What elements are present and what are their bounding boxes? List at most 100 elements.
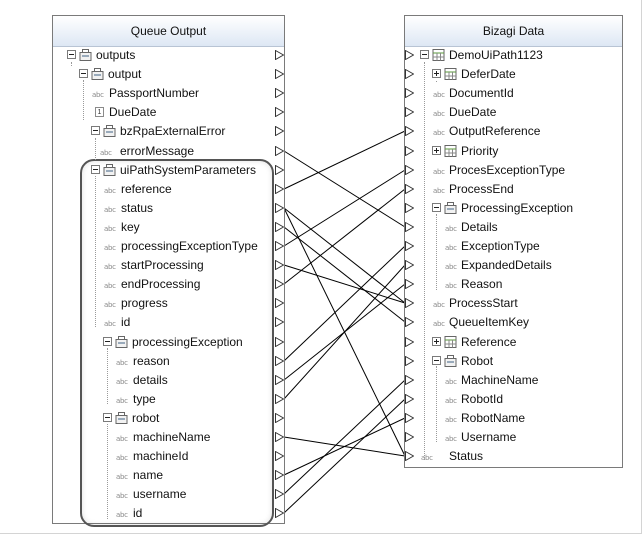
- right-port-status[interactable]: [405, 451, 414, 461]
- left-tree-item-output[interactable]: output: [0, 65, 642, 84]
- left-port-details[interactable]: [275, 375, 284, 385]
- right-port-process-end[interactable]: [405, 184, 414, 194]
- left-port-outputs[interactable]: [275, 50, 284, 60]
- right-tree-item-robot[interactable]: Robot: [0, 352, 642, 371]
- right-port-machine-name[interactable]: [405, 375, 414, 385]
- right-port-priority[interactable]: [405, 146, 414, 156]
- collapse-toggle-icon[interactable]: [91, 165, 100, 174]
- right-port-queue-item-key[interactable]: [405, 317, 414, 327]
- left-port-due-date[interactable]: [275, 107, 284, 117]
- left-port-start-processing[interactable]: [275, 260, 284, 270]
- right-port-demo-ui-path1123[interactable]: [405, 50, 414, 60]
- collapse-toggle-icon[interactable]: [79, 69, 88, 78]
- right-tree-item-demo-ui-path1123[interactable]: DemoUiPath1123: [0, 46, 642, 65]
- right-port-proces-exception-type[interactable]: [405, 165, 414, 175]
- right-port-document-id[interactable]: [405, 88, 414, 98]
- right-port-details[interactable]: [405, 222, 414, 232]
- left-port-progress[interactable]: [275, 298, 284, 308]
- left-port-key[interactable]: [275, 222, 284, 232]
- left-port-name[interactable]: [275, 470, 284, 480]
- collapse-toggle-icon[interactable]: [91, 126, 100, 135]
- collapse-toggle-icon[interactable]: [103, 337, 112, 346]
- left-port-machine-name[interactable]: [275, 432, 284, 442]
- collapse-toggle-icon[interactable]: [432, 356, 441, 365]
- right-port-expanded-details[interactable]: [405, 260, 414, 270]
- left-port-robot[interactable]: [275, 413, 284, 423]
- collapse-toggle-icon[interactable]: [420, 50, 429, 59]
- right-port-reason[interactable]: [405, 279, 414, 289]
- left-port-error-message[interactable]: [275, 146, 284, 156]
- right-tree-item-processing-exception[interactable]: ProcessingException: [0, 199, 642, 218]
- left-port-id[interactable]: [275, 508, 284, 518]
- right-port-reference[interactable]: [405, 337, 414, 347]
- left-port-machine-id[interactable]: [275, 451, 284, 461]
- right-tree-item-defer-date[interactable]: DeferDate: [0, 65, 642, 84]
- right-port-due-date[interactable]: [405, 107, 414, 117]
- expand-toggle-icon[interactable]: [432, 337, 441, 346]
- left-port-id[interactable]: [275, 317, 284, 327]
- left-tree-item-outputs[interactable]: outputs: [0, 46, 642, 65]
- left-port-end-processing[interactable]: [275, 279, 284, 289]
- left-port-bz-rpa-external-error[interactable]: [275, 126, 284, 136]
- right-tree-item-reference[interactable]: Reference: [0, 333, 642, 352]
- collapse-toggle-icon[interactable]: [432, 203, 441, 212]
- left-tree-item-bz-rpa-external-error[interactable]: bzRpaExternalError: [0, 122, 642, 141]
- left-tree-item-ui-path-system-parameters[interactable]: uiPathSystemParameters: [0, 161, 642, 180]
- left-port-status[interactable]: [275, 203, 284, 213]
- right-port-robot[interactable]: [405, 356, 414, 366]
- left-port-processing-exception[interactable]: [275, 337, 284, 347]
- collapse-toggle-icon[interactable]: [67, 50, 76, 59]
- expand-toggle-icon[interactable]: [432, 146, 441, 155]
- left-port-output[interactable]: [275, 69, 284, 79]
- left-tree-item-processing-exception[interactable]: processingException: [0, 333, 642, 352]
- right-port-robot-name[interactable]: [405, 413, 414, 423]
- right-port-exception-type[interactable]: [405, 241, 414, 251]
- expand-toggle-icon[interactable]: [432, 69, 441, 78]
- left-port-username[interactable]: [275, 489, 284, 499]
- right-port-username[interactable]: [405, 432, 414, 442]
- right-tree-item-priority[interactable]: Priority: [0, 142, 642, 161]
- left-port-ui-path-system-parameters[interactable]: [275, 165, 284, 175]
- left-port-passport-number[interactable]: [275, 88, 284, 98]
- right-port-defer-date[interactable]: [405, 69, 414, 79]
- right-port-processing-exception[interactable]: [405, 203, 414, 213]
- right-port-process-start[interactable]: [405, 298, 414, 308]
- left-tree-item-robot[interactable]: robot: [0, 409, 642, 428]
- left-port-reference[interactable]: [275, 184, 284, 194]
- right-port-robot-id[interactable]: [405, 394, 414, 404]
